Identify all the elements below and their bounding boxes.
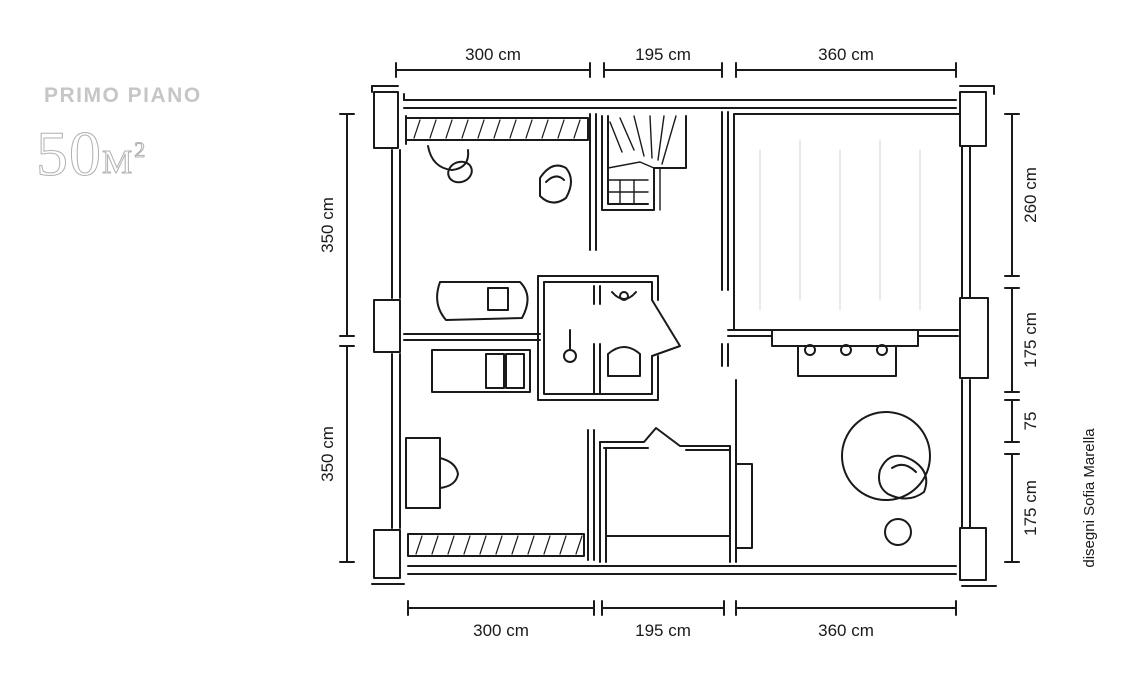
- wardrobe-top-left: [405, 115, 589, 145]
- outer-walls: [391, 93, 971, 575]
- floor-label: PRIMO PIANO: [44, 84, 202, 107]
- dimension-lines-top: [395, 62, 957, 78]
- dim-top-1: 300 cm: [465, 45, 521, 64]
- furniture: [405, 145, 931, 546]
- dim-bottom-3: 360 cm: [818, 621, 874, 640]
- dim-right-2: 175 cm: [1021, 312, 1040, 368]
- dim-right-1: 260 cm: [1021, 167, 1040, 223]
- dim-top-2: 195 cm: [635, 45, 691, 64]
- area-value: 50: [36, 118, 102, 189]
- dimension-lines-left: [339, 113, 355, 563]
- dim-left-1: 350 cm: [318, 197, 337, 253]
- interior-walls: [403, 111, 961, 563]
- dim-bottom-1: 300 cm: [473, 621, 529, 640]
- area-exponent: 2: [134, 137, 146, 162]
- floor-area: 50M2: [36, 121, 146, 186]
- wardrobe-bottom-left: [407, 533, 585, 557]
- dimension-lines-right: [1004, 113, 1020, 563]
- area-unit: M: [101, 144, 133, 181]
- dim-right-3: 75: [1021, 412, 1040, 431]
- drawing-credit: disegni Sofia Marella: [1081, 428, 1098, 568]
- dim-left-2: 350 cm: [318, 426, 337, 482]
- bedroom-texture: [759, 139, 921, 311]
- dim-top-3: 360 cm: [818, 45, 874, 64]
- staircase: [601, 115, 687, 211]
- dimension-lines-bottom: [407, 600, 957, 616]
- dim-bottom-2: 195 cm: [635, 621, 691, 640]
- pillars: [371, 85, 997, 587]
- dim-right-4: 175 cm: [1021, 480, 1040, 536]
